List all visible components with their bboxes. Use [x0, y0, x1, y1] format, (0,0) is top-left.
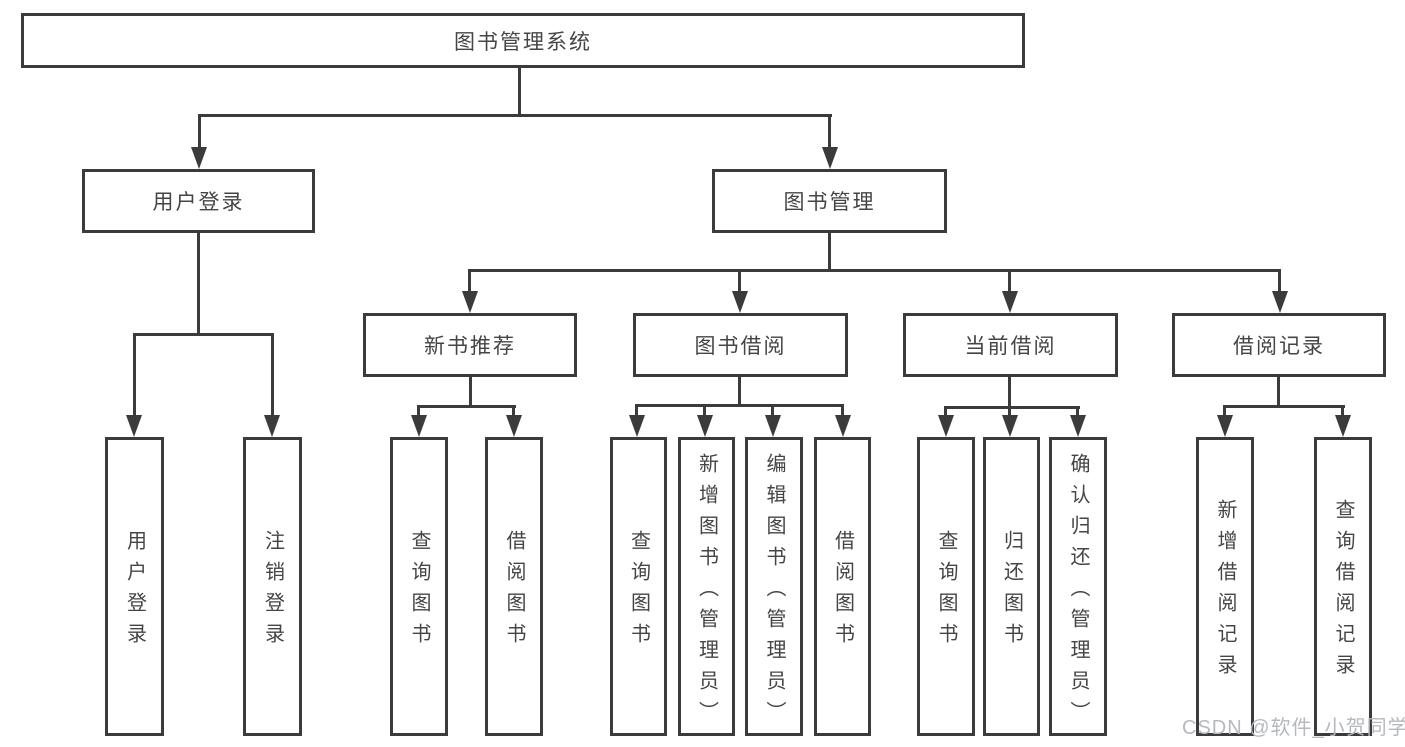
connector-book-mgmt-rail: [468, 269, 1281, 272]
arrowhead-icon: [1002, 415, 1018, 437]
node-current-borrow: 当前借阅: [903, 313, 1118, 377]
arrowhead-icon: [506, 415, 522, 437]
connector-book-mgmt-stem-1: [468, 269, 471, 293]
arrowhead-icon: [732, 291, 748, 313]
leaf-query-books-recommend: 查询图书: [390, 437, 448, 736]
leaf-query-books-current: 查询图书: [917, 437, 975, 736]
connector-current-stem-3: [1076, 406, 1079, 417]
connector-user-login-stem-2: [271, 333, 274, 417]
connector-current-stem-2: [1008, 406, 1011, 417]
arrowhead-icon: [1335, 415, 1351, 437]
connector-records-stem-1: [1223, 405, 1226, 417]
connector-borrow-stem-2: [703, 404, 706, 417]
leaf-borrow-books: 借阅图书: [814, 437, 871, 736]
arrowhead-icon: [629, 415, 645, 437]
connector-user-login-drop: [197, 232, 200, 335]
arrowhead-icon: [1217, 415, 1233, 437]
leaf-label: 查询图书: [627, 530, 650, 654]
node-new-book-recommend: 新书推荐: [363, 313, 577, 377]
connector-borrow-stem-3: [771, 404, 774, 417]
leaf-label: 编辑图书（管理员）: [763, 452, 785, 732]
connector-book-mgmt-stem-3: [1008, 269, 1011, 293]
connector-records-rail: [1223, 405, 1345, 408]
leaf-label: 借阅图书: [831, 530, 854, 654]
connector-records-drop: [1277, 377, 1280, 407]
connector-records-stem-2: [1341, 405, 1344, 417]
connector-borrow-stem-1: [635, 404, 638, 417]
arrowhead-icon: [1272, 291, 1288, 313]
leaf-query-books-borrow: 查询图书: [610, 437, 667, 736]
csdn-watermark: CSDN @软件_小贺同学: [1182, 717, 1405, 739]
connector-borrow-rail: [635, 404, 844, 407]
connector-book-mgmt-stem-4: [1278, 269, 1281, 293]
node-book-management: 图书管理: [712, 169, 947, 233]
connector-root-drop: [518, 68, 521, 116]
arrowhead-icon: [765, 415, 781, 437]
leaf-add-borrow-record: 新增借阅记录: [1196, 437, 1254, 736]
connector-user-login-rail: [133, 333, 274, 336]
arrowhead-icon: [462, 291, 478, 313]
leaf-label: 用户登录: [123, 530, 146, 654]
leaf-label: 查询借阅记录: [1332, 499, 1354, 685]
arrowhead-icon: [1070, 415, 1086, 437]
leaf-label: 查询图书: [935, 530, 957, 654]
arrowhead-icon: [264, 415, 280, 437]
arrowhead-icon: [126, 415, 142, 437]
leaf-query-borrow-record: 查询借阅记录: [1314, 437, 1372, 736]
leaf-label: 归还图书: [1000, 530, 1023, 654]
connector-book-mgmt-drop: [828, 233, 831, 271]
arrowhead-icon: [411, 415, 427, 437]
connector-current-rail: [944, 406, 1080, 409]
leaf-borrow-books-recommend: 借阅图书: [485, 437, 543, 736]
connector-book-mgmt-stem-2: [738, 269, 741, 293]
node-book-borrow: 图书借阅: [633, 313, 848, 377]
leaf-label: 新增图书（管理员）: [695, 452, 718, 732]
connector-recommend-rail: [417, 405, 516, 408]
node-borrow-records: 借阅记录: [1172, 313, 1386, 377]
arrowhead-icon: [1002, 291, 1018, 313]
leaf-logout: 注销登录: [243, 437, 302, 736]
connector-root-stem-left: [198, 114, 201, 150]
leaf-add-books-admin: 新增图书（管理员）: [678, 437, 735, 736]
leaf-label: 查询图书: [408, 530, 430, 654]
arrowhead-icon: [697, 415, 713, 437]
arrowhead-icon: [191, 147, 207, 169]
leaf-user-login: 用户登录: [105, 437, 164, 736]
connector-recommend-drop: [469, 377, 472, 407]
connector-user-login-stem-1: [133, 333, 136, 417]
connector-current-stem-1: [944, 406, 947, 417]
connector-borrow-stem-4: [841, 404, 844, 417]
arrowhead-icon: [822, 147, 838, 169]
connector-current-drop: [1008, 377, 1011, 408]
leaf-label: 确认归还（管理员）: [1067, 452, 1089, 732]
node-user-login: 用户登录: [82, 169, 315, 233]
leaf-return-books: 归还图书: [983, 437, 1040, 736]
leaf-confirm-return-admin: 确认归还（管理员）: [1049, 437, 1107, 736]
leaf-label: 借阅图书: [503, 530, 525, 654]
arrowhead-icon: [835, 415, 851, 437]
connector-root-rail: [198, 114, 832, 117]
leaf-edit-books-admin: 编辑图书（管理员）: [745, 437, 803, 736]
connector-recommend-stem-1: [417, 405, 420, 417]
arrowhead-icon: [938, 415, 954, 437]
connector-recommend-stem-2: [512, 405, 515, 417]
connector-borrow-drop: [738, 377, 741, 406]
connector-root-stem-right: [828, 114, 831, 150]
leaf-label: 注销登录: [261, 530, 284, 654]
node-library-management-system: 图书管理系统: [21, 13, 1025, 68]
leaf-label: 新增借阅记录: [1214, 499, 1236, 685]
